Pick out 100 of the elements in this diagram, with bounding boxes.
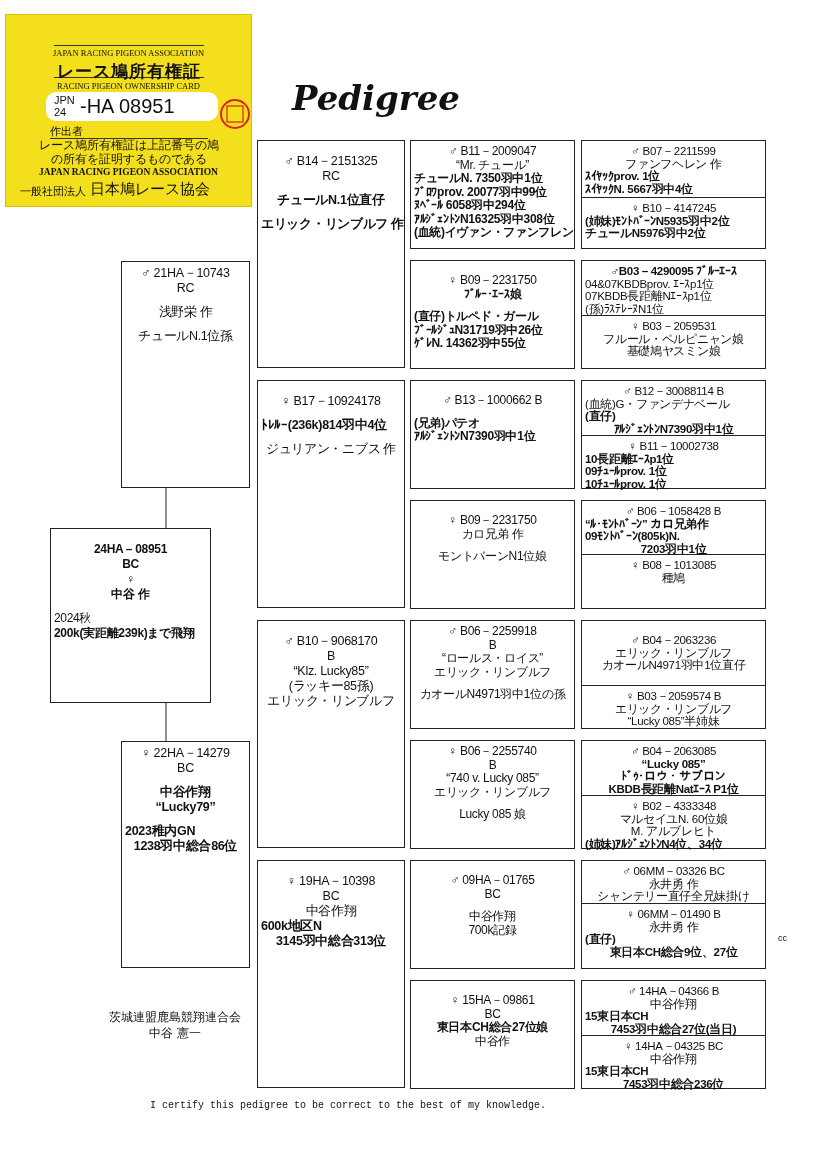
ring-number: JPN 24 bbox=[54, 94, 74, 118]
pedigree-note: BC bbox=[483, 887, 502, 901]
pedigree-note: 7453羽中総合236位 bbox=[621, 1077, 726, 1090]
ring-number: ♂ B06－1058428 B bbox=[624, 505, 723, 518]
pedigree-note: 15東日本CH bbox=[585, 1065, 650, 1078]
pedigree-box bbox=[581, 260, 766, 316]
ring-number: -HA 08951 bbox=[80, 94, 175, 118]
pedigree-note: ｱﾙｼﾞｪﾝﾄﾝN7390羽中1位 bbox=[414, 430, 537, 444]
pedigree-note: Lucky 085 娘 bbox=[458, 808, 527, 822]
card-title: レース鳩所有権証 bbox=[55, 61, 202, 83]
pedigree-note: シャンテリー直仔全兄妹掛け bbox=[596, 890, 751, 903]
pedigree-box bbox=[581, 380, 766, 436]
ring-number: ♂ B12－30088114 B bbox=[622, 385, 725, 398]
pedigree-box bbox=[581, 620, 766, 686]
pedigree-note: (直仔) bbox=[585, 933, 617, 946]
pedigree-note: “ロールス・ロイス” bbox=[441, 652, 544, 666]
ring-number: ♂ 14HA－04366 B bbox=[626, 985, 721, 998]
pedigree-box bbox=[410, 500, 575, 609]
ring-number: ♀ B11－10002738 bbox=[627, 440, 720, 453]
ring-number: ♀ 06MM－01490 B bbox=[625, 908, 722, 921]
pedigree-note: カオールN4971羽中1位直仔 bbox=[600, 659, 747, 672]
pedigree-note: 中谷 作 bbox=[110, 587, 151, 602]
pedigree-box bbox=[581, 316, 766, 369]
pedigree-note: ﾇﾍﾞｰﾙ 6058羽中294位 bbox=[414, 199, 527, 213]
pedigree-note: BC bbox=[483, 1007, 502, 1021]
pedigree-note: モントバーンN1位娘 bbox=[437, 550, 548, 564]
pedigree-note: チュールN5976羽中2位 bbox=[585, 227, 706, 240]
pedigree-note: ﾌﾞｰﾙｼﾞｭN31719羽中26位 bbox=[414, 323, 544, 337]
pedigree-note: (ラッキー85孫) bbox=[287, 679, 375, 694]
pedigree-box bbox=[581, 436, 766, 489]
pedigree-note: (孫)ﾗｽﾃﾚｰﾇN1位 bbox=[585, 302, 665, 315]
pedigree-note: RC bbox=[321, 169, 341, 184]
ring-number: ♂ B04－2063236 bbox=[629, 634, 718, 647]
pedigree-box bbox=[50, 528, 211, 703]
pedigree-box bbox=[257, 860, 405, 1088]
pedigree-note: ｱﾙｼﾞｪﾝﾄﾝN16325羽中308位 bbox=[414, 212, 556, 226]
ring-number: ♀ B03－2059574 B bbox=[624, 690, 723, 703]
ring-number: ♂ 09HA－01765 bbox=[449, 874, 536, 888]
ring-number: ♂ B04－2063085 bbox=[629, 745, 718, 758]
connector-line bbox=[165, 487, 167, 529]
pedigree-note: 種鳩 bbox=[660, 571, 687, 584]
pedigree-note: カオールN4971羽中1位の孫 bbox=[418, 688, 567, 702]
pedigree-box bbox=[581, 980, 766, 1036]
pedigree-note: ファンフヘレン 作 bbox=[624, 157, 723, 170]
owner-name: 中谷 憲一 bbox=[148, 1026, 202, 1041]
pedigree-box bbox=[581, 860, 766, 904]
card-subtitle: RACING PIGEON OWNERSHIP CARD bbox=[56, 81, 201, 91]
pedigree-box bbox=[581, 904, 766, 969]
ring-number: ♀ B09－2231750 bbox=[447, 514, 538, 528]
ring-number: ♀ B02－4333348 bbox=[629, 800, 718, 813]
pedigree-note: 600k地区N bbox=[261, 919, 323, 934]
pedigree-note: 中谷作翔 bbox=[159, 785, 212, 800]
association-name: JAPAN RACING PIGEON ASSOCIATION bbox=[38, 167, 219, 177]
pedigree-note: 2023稚内GN bbox=[125, 824, 197, 839]
ring-number: ♀ 15HA－09861 bbox=[449, 994, 536, 1008]
pedigree-note: “Klz. Lucky85” bbox=[292, 664, 370, 679]
pedigree-note: 基礎鳩ヤスミン娘 bbox=[625, 345, 721, 358]
pedigree-note: 07KBDB長距離Nｴｰｽp1位 bbox=[585, 290, 712, 303]
pedigree-note: (姉妹)ﾓﾝﾄﾊﾞｰﾝN5935羽中2位 bbox=[585, 214, 731, 227]
pedigree-note: (兄弟)パテオ bbox=[414, 416, 481, 430]
club-name: 茨城連盟鹿島競翔連合会 bbox=[108, 1010, 242, 1025]
pedigree-note: 中谷作翔 bbox=[304, 904, 358, 919]
pedigree-box bbox=[581, 686, 766, 729]
pedigree-box bbox=[581, 1036, 766, 1089]
pedigree-note: ﾌﾞﾙｰ･ｴｰｽ娘 bbox=[462, 287, 523, 301]
note-text: cc bbox=[778, 933, 787, 943]
pedigree-note: ♀ bbox=[125, 572, 136, 587]
pedigree-box bbox=[121, 741, 250, 968]
ring-number: ♀ 14HA－04325 BC bbox=[622, 1040, 725, 1053]
pedigree-note: BC bbox=[121, 557, 140, 572]
pedigree-note: (直仔) bbox=[585, 410, 616, 423]
pedigree-note: カロ兄弟 作 bbox=[460, 527, 525, 541]
pedigree-note: 15東日本CH bbox=[585, 1010, 650, 1023]
pedigree-note: エリック・リンブルフ bbox=[433, 785, 552, 799]
ring-number: ♂B03－4290095 ﾌﾞﾙｰｴｰｽ bbox=[609, 265, 738, 278]
pedigree-note: “Lucky79” bbox=[154, 800, 217, 815]
ring-number: ♀ B17－10924178 bbox=[280, 394, 382, 409]
pedigree-note: “Lucky 085” bbox=[640, 757, 707, 770]
ring-number: ♂ B13－1000662 B bbox=[441, 394, 544, 408]
pedigree-note: 09ﾓﾝﾄﾊﾞｰﾝ(805k)N. bbox=[585, 530, 681, 543]
pedigree-note: 04&07KBDBprov. ｴｰｽp1位 bbox=[585, 277, 715, 290]
card-heading: JAPAN RACING PIGEON ASSOCIATION bbox=[51, 48, 206, 58]
pedigree-note: ｽｲﾔｯｸprov. 1位 bbox=[585, 170, 661, 183]
ownership-card bbox=[5, 14, 252, 207]
certification-text: I certify this pedigree to be correct to the best of my knowledge. bbox=[150, 1100, 547, 1111]
pedigree-note: ﾄﾚﾙｰ(236k)814羽中4位 bbox=[261, 418, 388, 433]
pedigree-note: 1238羽中総合86位 bbox=[132, 839, 239, 854]
pedigree-note: B bbox=[325, 649, 336, 664]
pedigree-note: 3145羽中総合313位 bbox=[274, 934, 388, 949]
pedigree-box bbox=[581, 140, 766, 198]
pedigree-note: ﾄﾞｩ･ロウ・サブロン bbox=[620, 770, 727, 783]
pedigree-note: B bbox=[487, 758, 498, 772]
ring-number: ♂ 06MM－03326 BC bbox=[621, 865, 726, 878]
ring-number: 24HA－08951 bbox=[92, 542, 169, 557]
pedigree-note: 200k(実距離239k)まで飛翔 bbox=[54, 626, 196, 641]
pedigree-note: エリック・リンブルフ bbox=[433, 665, 552, 679]
pedigree-note: “740 v. Lucky 085” bbox=[445, 772, 540, 786]
ring-number: ♀ 19HA－10398 bbox=[285, 874, 377, 889]
pedigree-note: フルール・ペルピニャン娘 bbox=[602, 332, 745, 345]
pedigree-note: ｽｲﾔｯｸN. 5667羽中4位 bbox=[585, 182, 694, 195]
